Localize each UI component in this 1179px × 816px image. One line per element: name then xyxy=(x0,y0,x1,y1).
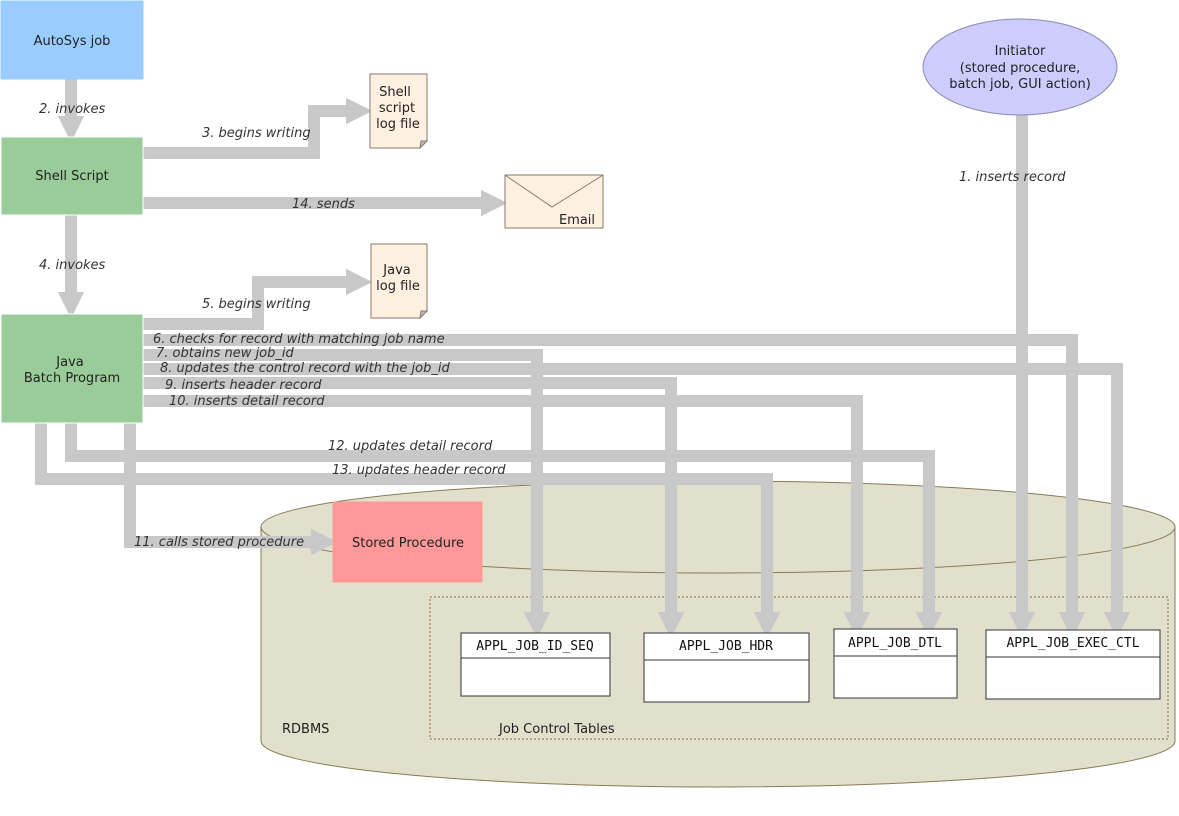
edge-label-10: 10. inserts detail record xyxy=(169,394,325,409)
java-batch-label-line2: Batch Program xyxy=(24,371,120,386)
job-control-tables-label: Job Control Tables xyxy=(498,722,615,737)
edge-label-9: 9. inserts header record xyxy=(165,378,322,393)
arrow-12-updates-detail xyxy=(65,423,943,639)
autosys-job-node: AutoSys job xyxy=(0,0,144,80)
java-log-label-line2: log file xyxy=(376,279,420,294)
table-appl-job-exec-ctl: APPL_JOB_EXEC_CTL xyxy=(985,629,1161,700)
arrow-13-updates-header xyxy=(35,423,781,639)
java-log-file-node: Java log file xyxy=(370,243,429,320)
arrow-3-begins-writing xyxy=(143,97,373,159)
shell-log-file-node: Shell script log file xyxy=(369,73,429,150)
edge-label-14: 14. sends xyxy=(292,197,355,212)
table-name: APPL_JOB_DTL xyxy=(848,636,942,651)
edge-label-5: 5. begins writing xyxy=(202,297,311,312)
edge-label-6: 6. checks for record with matching job n… xyxy=(153,332,445,347)
arrow-5-begins-writing xyxy=(143,268,373,330)
java-batch-program-node: Java Batch Program xyxy=(0,313,144,424)
edge-label-7: 7. obtains new job_id xyxy=(156,346,294,361)
initiator-node: Initiator (stored procedure, batch job, … xyxy=(922,18,1118,116)
arrow-11-calls-stored-procedure xyxy=(124,423,338,556)
edge-label-3: 3. begins writing xyxy=(202,126,311,141)
edge-label-13: 13. updates header record xyxy=(332,463,506,478)
table-name: APPL_JOB_HDR xyxy=(679,639,773,654)
initiator-label-line2: (stored procedure, xyxy=(960,61,1080,76)
shell-log-label-line1: Shell xyxy=(379,85,411,100)
shell-script-node: Shell Script xyxy=(0,136,144,216)
arrows xyxy=(35,79,1131,639)
shell-script-label: Shell Script xyxy=(35,169,109,184)
initiator-label-line1: Initiator xyxy=(995,44,1046,59)
edge-label-8: 8. updates the control record with the j… xyxy=(160,361,450,376)
edge-label-12: 12. updates detail record xyxy=(328,439,493,454)
table-name: APPL_JOB_ID_SEQ xyxy=(476,639,594,654)
table-appl-job-hdr: APPL_JOB_HDR xyxy=(643,632,810,703)
java-log-label-line1: Java xyxy=(382,263,410,278)
job-control-tables-group xyxy=(429,596,1169,740)
edge-label-1: 1. inserts record xyxy=(959,170,1066,185)
arrow-7-obtains-job-id xyxy=(143,349,551,639)
edge-labels: 1. inserts record 2. invokes 3. begins w… xyxy=(39,102,1066,550)
edge-label-2: 2. invokes xyxy=(39,102,106,117)
shell-log-label-line2: script xyxy=(379,101,415,116)
stored-procedure-label: Stored Procedure xyxy=(352,536,464,551)
arrow-6-checks-record xyxy=(143,334,1086,639)
rdbms-label: RDBMS xyxy=(282,722,329,737)
arrow-10-inserts-detail xyxy=(143,395,871,639)
arrow-8-updates-control-record xyxy=(143,363,1131,639)
table-appl-job-dtl: APPL_JOB_DTL xyxy=(833,628,958,699)
stored-procedure-node: Stored Procedure xyxy=(332,501,483,583)
edge-label-4: 4. invokes xyxy=(39,258,106,273)
initiator-label-line3: batch job, GUI action) xyxy=(949,77,1091,92)
email-node: Email xyxy=(504,174,604,229)
email-label: Email xyxy=(559,213,595,228)
shell-log-label-line3: log file xyxy=(376,117,420,132)
edge-label-11: 11. calls stored procedure xyxy=(134,535,304,550)
table-name: APPL_JOB_EXEC_CTL xyxy=(1006,636,1139,651)
java-batch-label-line1: Java xyxy=(55,355,83,370)
table-appl-job-id-seq: APPL_JOB_ID_SEQ xyxy=(460,632,611,697)
autosys-job-label: AutoSys job xyxy=(34,34,111,49)
arrow-9-inserts-header xyxy=(143,377,685,639)
